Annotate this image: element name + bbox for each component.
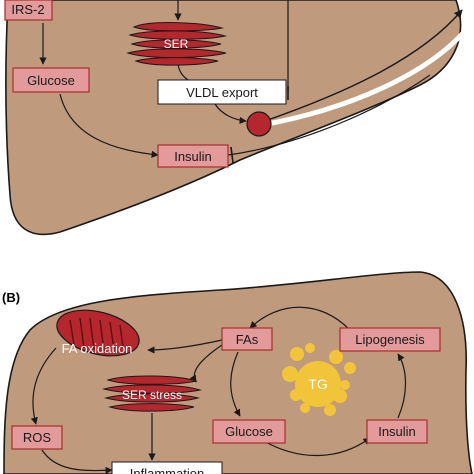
- arrow-fas-fa-oxidation: [147, 339, 223, 354]
- arrow-lipogenesis-fas: [249, 306, 351, 331]
- vessel-wall: [261, 23, 472, 128]
- node-glucose-b: Glucose: [212, 419, 286, 444]
- tg-droplets: [282, 343, 356, 416]
- panel-b-label: (B): [2, 290, 20, 305]
- ser-stress-label: SER stress: [122, 388, 182, 402]
- panel-a: SER IRS-2 Glucose VLDL export Insulin: [4, 0, 472, 236]
- fas-label: FAs: [236, 332, 259, 347]
- liver-outline-a: [5, 0, 462, 236]
- arrow-fas-glucose: [230, 351, 241, 417]
- arrow-ros-inflammation: [41, 449, 113, 474]
- vldl-export-label: VLDL export: [186, 85, 258, 100]
- mitochondrion: [56, 309, 140, 357]
- node-insulin-a: Insulin: [157, 144, 229, 168]
- node-fas: FAs: [221, 327, 273, 351]
- inflammation-label: Inflammation: [130, 466, 204, 474]
- arrow-glucose-insulin: [59, 93, 159, 158]
- arrow-glucose-insulin-b: [261, 437, 371, 457]
- arrow-vldl-vesicle: [214, 103, 247, 124]
- arrow-insulin-lipogenesis: [397, 353, 407, 419]
- panel-b: (B) FA oxidation SER stress: [2, 271, 473, 474]
- lipogenesis-label: Lipogenesis: [355, 332, 425, 347]
- glucose-a-label: Glucose: [27, 73, 75, 88]
- inhibit-insulin-vessel: [227, 74, 431, 156]
- node-glucose-a: Glucose: [12, 67, 90, 93]
- node-irs2: IRS-2: [4, 0, 53, 21]
- node-inflammation: Inflammation: [111, 461, 223, 474]
- arrow-fa-oxidation-ros: [30, 347, 57, 425]
- liver-outline-b: [3, 271, 473, 474]
- insulin-b-label: Insulin: [378, 424, 416, 439]
- fa-oxidation-label: FA oxidation: [62, 341, 133, 356]
- tg-label: TG: [308, 376, 327, 392]
- ser-label: SER: [164, 37, 189, 51]
- node-ros: ROS: [11, 425, 63, 450]
- glucose-b-label: Glucose: [225, 424, 273, 439]
- node-insulin-b: Insulin: [366, 419, 428, 444]
- inhibit-bar-insulin: [230, 146, 234, 164]
- vldl-particle: [246, 111, 272, 137]
- node-lipogenesis: Lipogenesis: [339, 327, 441, 352]
- irs2-label: IRS-2: [11, 2, 44, 17]
- ser-stress-organelle: SER stress: [102, 375, 202, 412]
- arrow-fas-ser-stress: [189, 344, 223, 383]
- ros-label: ROS: [23, 430, 52, 445]
- insulin-a-label: Insulin: [174, 149, 212, 164]
- node-vldl-export: VLDL export: [157, 79, 287, 105]
- ser-organelle: SER: [126, 22, 227, 66]
- vessel-arrow: [261, 9, 463, 123]
